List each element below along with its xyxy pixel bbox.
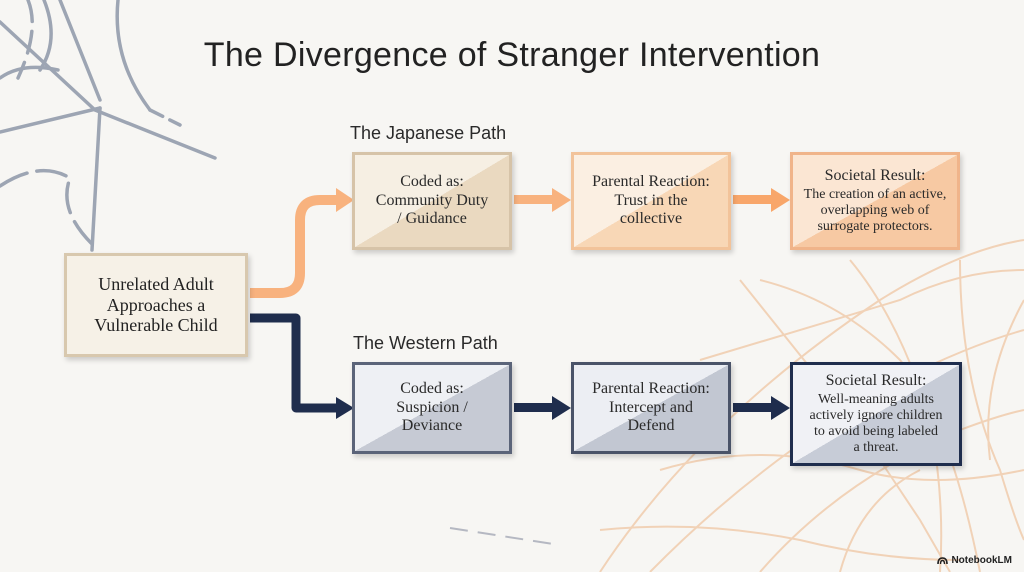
western-coded-line-2: Suspicion / <box>396 398 468 416</box>
western-coded-box: Coded as: Suspicion / Deviance <box>352 362 512 454</box>
jp-arrow-2-shaft <box>733 195 773 204</box>
page-title: The Divergence of Stranger Intervention <box>203 36 821 74</box>
japanese-reaction-line-3: collective <box>619 210 683 228</box>
japanese-path-label: The Japanese Path <box>350 123 507 143</box>
japanese-result-box: Societal Result: The creation of an acti… <box>790 152 960 250</box>
western-branch-arrowhead <box>336 397 354 419</box>
start-node: Unrelated Adult Approaches a Vulnerable … <box>64 253 248 357</box>
western-result-heading: Societal Result: <box>825 372 927 390</box>
wp-arrow-2-shaft <box>733 403 773 412</box>
western-reaction-line-2: Intercept and <box>609 398 693 416</box>
western-path-label: The Western Path <box>353 333 498 353</box>
western-result-line-1: Well-meaning adults <box>818 391 934 407</box>
japanese-coded-box: Coded as: Community Duty / Guidance <box>352 152 512 250</box>
japanese-coded-line-1: Coded as: <box>400 173 464 191</box>
western-result-line-2: actively ignore children <box>809 407 943 423</box>
western-result-line-4: a threat. <box>853 439 899 455</box>
wp-arrow-1-head <box>552 396 571 420</box>
start-node-line-2: Approaches a <box>106 294 206 315</box>
japanese-coded-line-2: Community Duty <box>375 191 489 209</box>
western-coded-line-1: Coded as: <box>400 380 464 398</box>
japanese-branch-arrow <box>250 195 338 298</box>
western-result-box: Societal Result: Well-meaning adults act… <box>790 362 962 466</box>
japanese-reaction-box: Parental Reaction: Trust in the collecti… <box>571 152 731 250</box>
japanese-reaction-line-1: Parental Reaction: <box>592 173 710 191</box>
western-reaction-line-1: Parental Reaction: <box>592 380 710 398</box>
wp-arrow-2-head <box>771 396 790 420</box>
japanese-result-line-3: surrogate protectors. <box>817 218 933 234</box>
jp-arrow-1-head <box>552 188 571 212</box>
western-result-line-3: to avoid being labeled <box>813 423 939 439</box>
western-reaction-box: Parental Reaction: Intercept and Defend <box>571 362 731 454</box>
japanese-result-line-1: The creation of an active, <box>803 186 947 202</box>
start-node-line-3: Vulnerable Child <box>94 315 218 336</box>
japanese-result-heading: Societal Result: <box>824 167 926 185</box>
jp-arrow-2-head <box>771 188 790 212</box>
notebooklm-logo-icon <box>937 557 949 565</box>
western-coded-line-3: Deviance <box>401 417 463 435</box>
start-node-line-1: Unrelated Adult <box>98 273 214 294</box>
japanese-result-line-2: overlapping web of <box>820 202 930 218</box>
japanese-coded-line-3: / Guidance <box>397 210 467 228</box>
japanese-reaction-line-2: Trust in the <box>614 191 688 209</box>
japanese-branch-arrowhead <box>336 188 354 212</box>
western-branch-arrow <box>250 313 338 413</box>
wp-arrow-1-shaft <box>514 403 554 412</box>
jp-arrow-1-shaft <box>514 195 554 204</box>
western-reaction-line-3: Defend <box>627 417 675 435</box>
watermark-text: NotebookLM <box>951 555 1012 566</box>
notebooklm-watermark: NotebookLM <box>937 555 1012 566</box>
